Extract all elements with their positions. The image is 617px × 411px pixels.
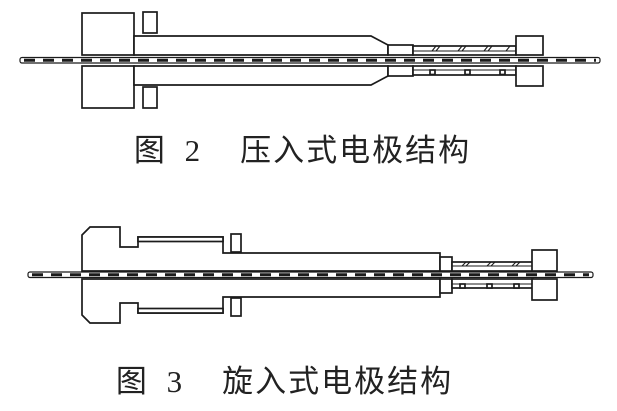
fig2-collar-bottom: [387, 65, 414, 77]
fig2-electrode-wire: [19, 56, 601, 64]
fig3-collar-top: [439, 256, 453, 272]
fig3-collar-bottom: [439, 278, 453, 294]
fig2-drawing: [19, 11, 601, 109]
fig2-retainer-pin-bottom: [142, 86, 158, 109]
fig3-retainer-pin-bottom: [230, 297, 242, 317]
fig3-screw-body-top: [81, 226, 441, 272]
fig2-holder-bar-top: [133, 35, 389, 56]
fig2-caption-title: 压入式电极结构: [240, 133, 472, 168]
fig2-end-cap-bottom: [515, 65, 544, 87]
fig3-drawing: [27, 226, 594, 324]
fig3-electrode-wire: [27, 271, 594, 279]
fig2-clamp-block-bottom: [81, 65, 135, 109]
fig2-caption-label: 图 2: [133, 133, 207, 168]
fig3-guide-tube-top: [451, 261, 534, 272]
fig3-caption-title: 旋入式电极结构: [222, 364, 454, 399]
fig2-guide-tube-top: [412, 45, 517, 56]
fig3-end-cap-bottom: [531, 278, 558, 301]
fig3-thread-strip-bottom: [137, 307, 224, 314]
fig3-caption: 图 3 旋入式电极结构: [0, 362, 593, 402]
fig2-collar-top: [387, 44, 414, 56]
fig2-guide-tube-bottom: [412, 65, 517, 76]
fig2-retainer-pin-top: [142, 11, 158, 34]
fig2-caption: 图 2 压入式电极结构: [0, 131, 611, 171]
fig3-retainer-pin-top: [230, 233, 242, 253]
fig2-holder-bar-bottom: [133, 65, 389, 86]
fig3-end-cap-top: [531, 249, 558, 272]
fig2-end-cap-top: [515, 35, 544, 56]
fig3-thread-strip-top: [137, 236, 224, 243]
fig2-clamp-block-top: [81, 12, 135, 56]
fig3-screw-body-bottom: [81, 278, 441, 324]
fig3-guide-tube-bottom: [451, 278, 534, 289]
fig3-caption-label: 图 3: [115, 364, 189, 399]
